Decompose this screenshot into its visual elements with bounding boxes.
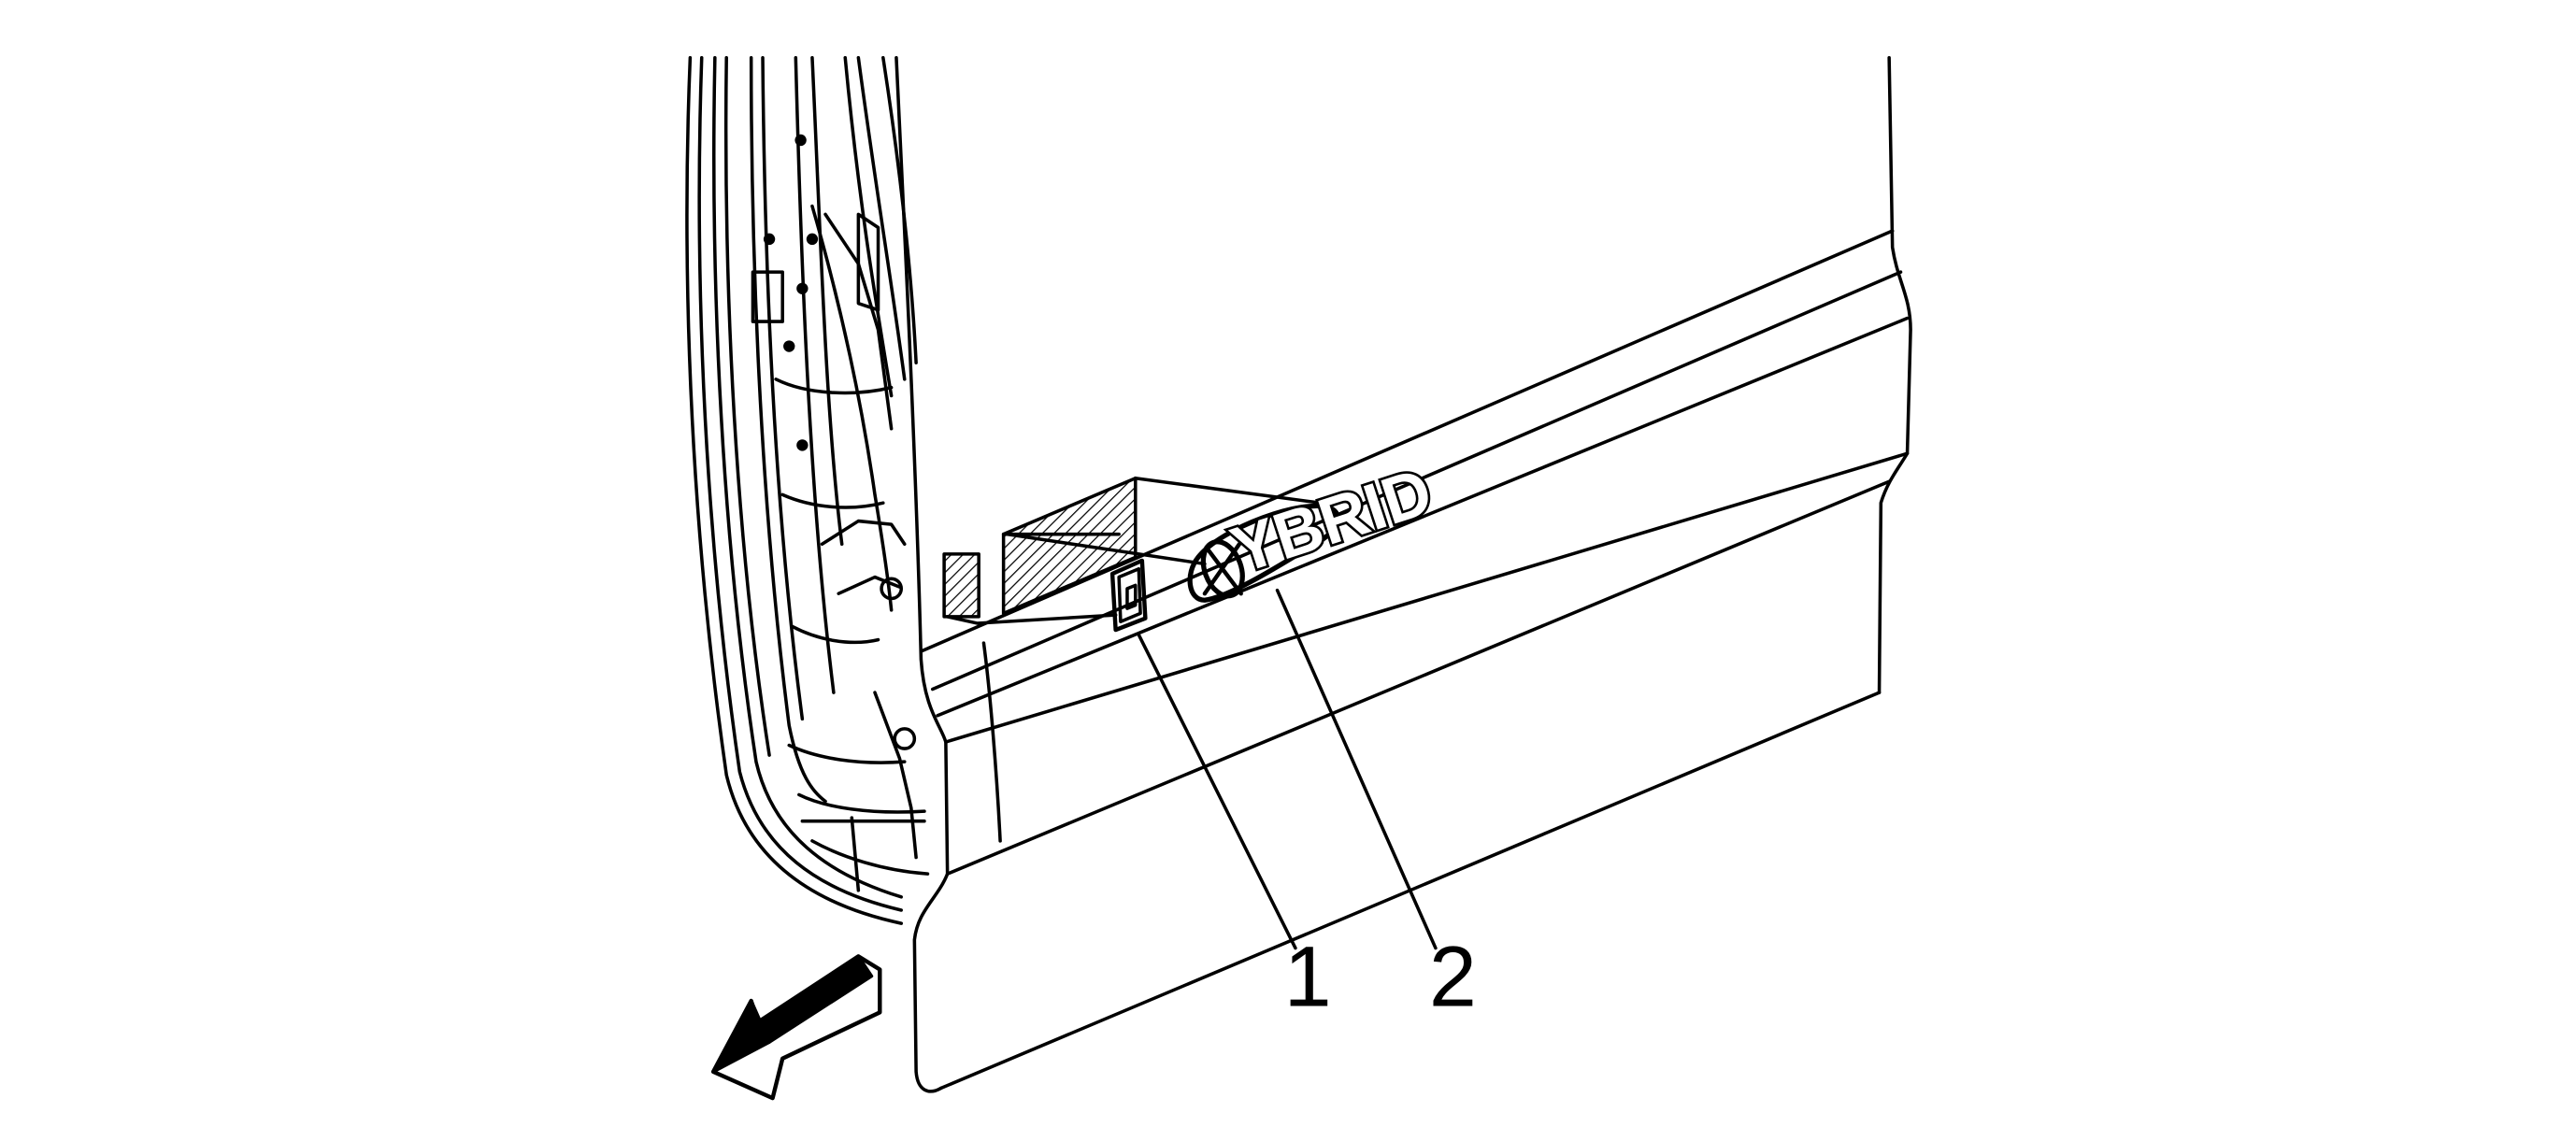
callout-1: 1 [1284,929,1332,1024]
callout-2: 2 [1429,929,1477,1024]
leader-lines [1137,588,1438,950]
hybrid-badge [1187,503,1340,603]
emblem-template [942,476,1323,625]
front-direction-arrow-icon [710,954,882,1101]
emblem-small [1109,558,1148,633]
door-jamb [685,55,930,925]
hybrid-emblem-icon [1200,539,1245,599]
